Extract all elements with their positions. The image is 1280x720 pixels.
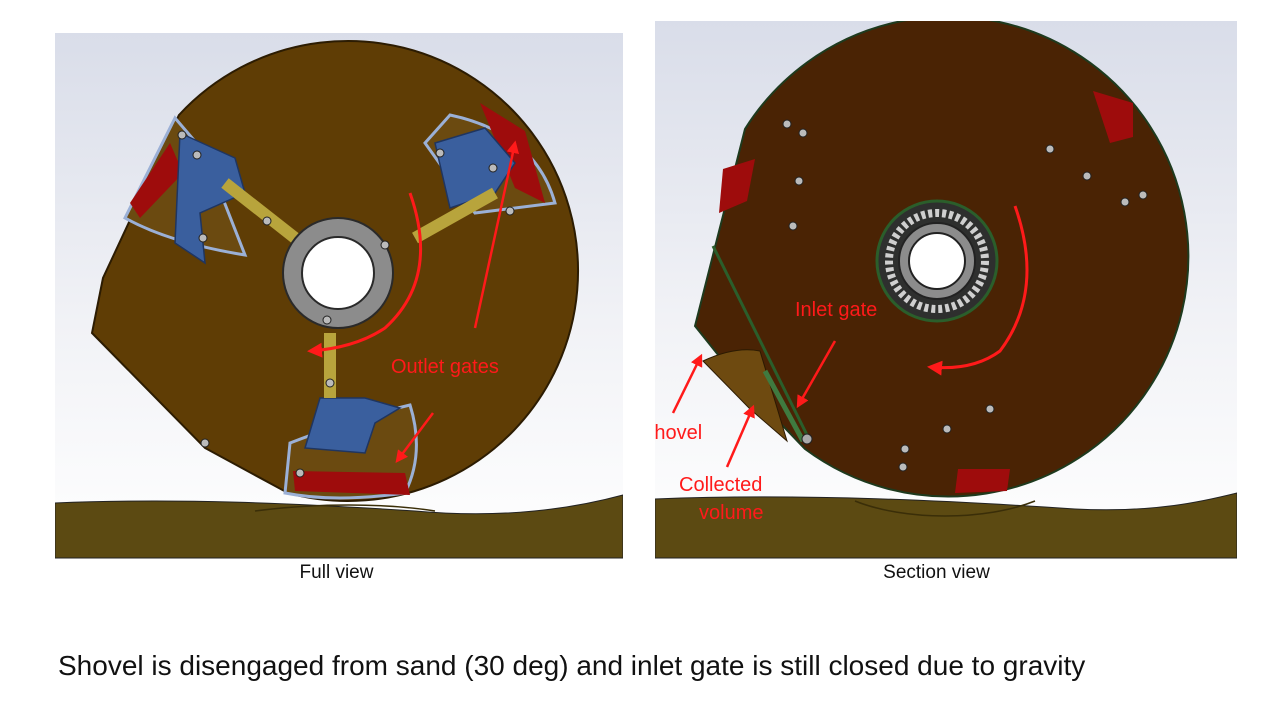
rod-left — [221, 178, 299, 243]
outlet-gates-label: Outlet gates — [391, 356, 499, 378]
summary-text: Shovel is disengaged from sand (30 deg) … — [58, 650, 1086, 681]
hub-bore — [301, 236, 375, 310]
shovel-arrow — [671, 353, 703, 414]
bearing-balls — [885, 209, 989, 313]
inlet-gate-arrow — [796, 340, 837, 409]
gate-top-right — [1093, 91, 1133, 143]
pins — [177, 130, 515, 478]
full-view-drawing: Outlet gates — [55, 33, 623, 560]
inlet-gate — [711, 245, 812, 442]
rotation-arrow — [927, 205, 1029, 376]
section-view-panel: Inlet gate Shovel Collected volume — [655, 21, 1237, 560]
shovel-label: Shovel — [655, 422, 702, 444]
gate-left — [719, 159, 755, 213]
inlet-gate-label: Inlet gate — [795, 299, 877, 321]
linkage-left — [174, 131, 246, 265]
gate-bottom — [955, 469, 1010, 493]
sand-contour — [254, 504, 436, 512]
rod-right — [412, 187, 498, 244]
outlet-gate-bottom — [293, 471, 410, 495]
outlet-gate-arrow-up — [473, 140, 519, 329]
bearing-bore — [908, 232, 966, 290]
inlet-gate-pivot — [801, 433, 813, 445]
inlet-gate-flap — [762, 369, 806, 443]
sand-ground — [655, 492, 1237, 559]
section-view-caption: Section view — [883, 562, 990, 583]
rotation-arrow — [307, 192, 423, 358]
outlet-gate-left — [130, 143, 183, 218]
collected-volume-arrow — [725, 404, 755, 468]
sand-ground — [55, 494, 623, 559]
collected-label-line1: Collected — [679, 474, 762, 496]
outlet-gate-arrow-down — [395, 412, 434, 463]
full-view-caption: Full view — [299, 562, 374, 583]
bolts — [782, 119, 1148, 472]
collected-label-line2: volume — [699, 502, 763, 524]
section-view-drawing: Inlet gate Shovel Collected volume — [655, 21, 1237, 560]
sand-contour — [854, 500, 1036, 517]
full-view-panel: Outlet gates — [55, 33, 623, 560]
linkage-right — [434, 127, 516, 209]
linkage-bottom — [304, 397, 402, 454]
